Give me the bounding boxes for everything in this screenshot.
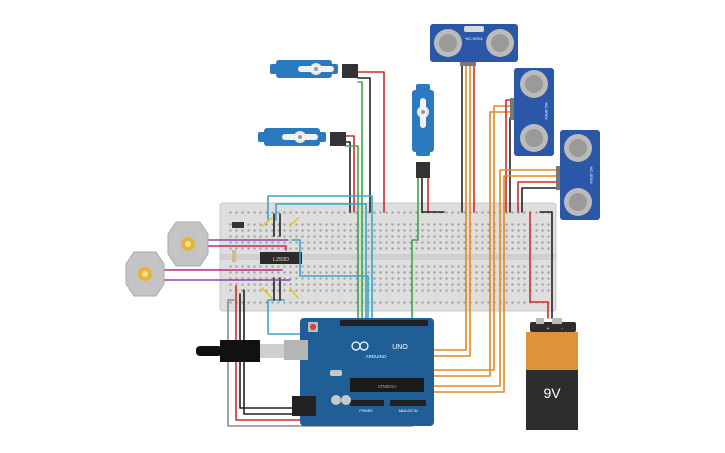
- wire-cyan-3: [291, 239, 369, 321]
- wire-yellow-4: [289, 287, 299, 299]
- ultrasonic-sensor-1: HC-SR04: [430, 24, 518, 66]
- capacitor: [232, 222, 244, 228]
- servo-motor-1: [270, 60, 358, 78]
- servo-motor-2: [258, 128, 346, 146]
- wire-sensor3-gnd: [521, 187, 561, 213]
- wire-servo2-signal: [345, 145, 359, 321]
- wire-sensor2-trig: [431, 105, 515, 371]
- arduino-board-label: UNO: [392, 344, 408, 351]
- ultrasonic-sensor-3: HC-SR04: [556, 130, 600, 220]
- wire-sensor1-echo: [431, 65, 467, 351]
- wire-cyan-2: [275, 203, 367, 321]
- wire-yellow-1: [261, 217, 273, 227]
- sensor2-label: HC-SR04: [544, 102, 549, 120]
- battery-label: 9V: [543, 385, 561, 401]
- sensor3-label: HC-SR04: [589, 166, 594, 184]
- wire-servo3-signal: [411, 177, 419, 321]
- ultrasonic-sensor-2: HC-SR04: [510, 68, 554, 156]
- wire-servo1-power: [357, 71, 385, 213]
- wire-sensor2-echo: [431, 111, 515, 377]
- sensor1-label: HC-SR04: [465, 36, 483, 41]
- wire-motor1-b: [205, 245, 287, 251]
- battery-terminal-positive: [552, 318, 562, 324]
- breadboard-center-channel: [220, 254, 556, 260]
- wires: [157, 65, 561, 427]
- wire-yellow-2: [289, 217, 299, 227]
- dc-motor-2: [125, 251, 165, 297]
- analog-header: [390, 400, 426, 406]
- breadboard: [219, 202, 557, 312]
- wire-sensor1-trig: [431, 65, 471, 357]
- wire-sensor3-echo: [431, 175, 561, 393]
- motor-driver-chip: L293D: [260, 252, 302, 264]
- battery-terminal-minus-label: -: [561, 326, 563, 332]
- usb-connector: [284, 340, 308, 360]
- motor-driver-chip-label: L293D: [273, 257, 289, 263]
- wire-ground-2: [239, 293, 297, 409]
- digital-header: [340, 320, 428, 326]
- usb-cable-plug: [220, 340, 260, 362]
- atmega-chip: [350, 378, 424, 392]
- wire-yellow-3: [261, 287, 273, 299]
- dc-motor-1: [167, 221, 209, 267]
- arduino-uno-board: ATMEGA ARDUINO UNO POWER ANALOG IN: [196, 318, 434, 426]
- battery-9v: + - 9V: [526, 318, 578, 430]
- wire-battery-positive: [529, 211, 549, 319]
- wire-servo1-signal: [357, 81, 363, 321]
- wire-servo2-power: [345, 135, 355, 213]
- battery-terminal-plus-label: +: [547, 326, 550, 332]
- wire-cyan-1: [267, 195, 373, 321]
- wire-cyan-4: [267, 299, 301, 335]
- wire-servo3-ground: [421, 177, 445, 213]
- wire-sensor3-trig: [431, 169, 561, 387]
- wire-battery-negative: [539, 211, 553, 319]
- resistor: [232, 250, 236, 262]
- breadboard-power-rail-top: [226, 208, 550, 216]
- atmega-chip-label: ATMEGA: [378, 384, 397, 389]
- wire-sensor2-gnd: [509, 117, 515, 213]
- breadboard-power-rail-bottom: [226, 298, 550, 306]
- servo-motor-3: [412, 84, 434, 178]
- analog-header-label: ANALOG IN: [398, 409, 418, 413]
- wire-servo2-ground: [345, 141, 351, 213]
- power-header: [350, 400, 384, 406]
- dc-power-jack: [292, 396, 316, 416]
- battery-terminal-negative: [536, 318, 544, 324]
- wire-servo1-ground: [357, 77, 371, 213]
- power-header-label: POWER: [359, 409, 373, 413]
- wire-sensor3-vcc: [517, 181, 561, 213]
- usb-cable: [196, 346, 222, 356]
- arduino-logo-text: ARDUINO: [366, 354, 387, 359]
